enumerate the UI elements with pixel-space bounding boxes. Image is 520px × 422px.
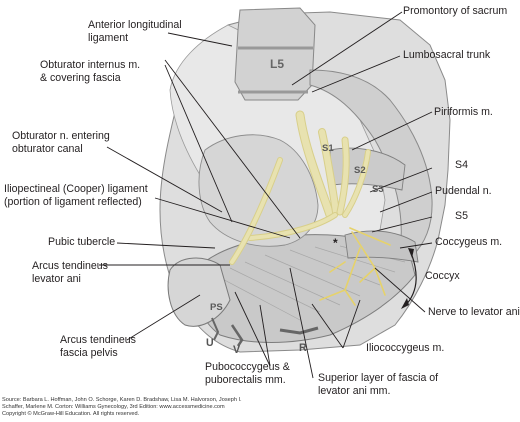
label-piriformis: Piriformis m. (434, 106, 493, 118)
label-pubic-tubercle: Pubic tubercle (48, 236, 116, 248)
s2-mark: S2 (354, 165, 366, 176)
label-pubococcygeus: Pubococcygeus & puborectalis mm. (205, 361, 290, 386)
label-iliopectineal-ligament: Iliopectineal (Cooper) ligament (portion… (4, 183, 148, 208)
source-credit: Source: Barbara L. Hoffman, John O. Scho… (2, 397, 242, 418)
ps-mark: PS (210, 302, 223, 313)
lumbar-spine (234, 7, 316, 101)
leader-lines (99, 11, 433, 379)
label-iliococcygeus: Iliococcygeus m. (366, 342, 445, 354)
label-obturator-nerve: Obturator n. entering obturator canal (12, 130, 110, 155)
u-mark: U (206, 337, 214, 349)
pubic-bone (167, 257, 231, 327)
label-coccyx: Coccyx (425, 270, 460, 282)
label-s4: S4 (455, 159, 468, 171)
l5-mark: L5 (270, 57, 285, 71)
coccyx-arrowhead (401, 298, 409, 309)
label-nerve-to-levator-ani: Nerve to levator ani m. (428, 306, 520, 318)
vagina-opening (230, 324, 244, 347)
nerve-to-levator-ani (319, 227, 391, 306)
sacrum (309, 69, 433, 259)
asterisk-mark: * (333, 236, 338, 250)
label-obturator-internus: Obturator internus m. & covering fascia (40, 59, 141, 84)
label-superior-fascia: Superior layer of fascia of levator ani … (318, 372, 439, 397)
coccyx-arrowhead (408, 248, 414, 258)
urethra-opening (211, 317, 220, 341)
sacral-plexus (229, 110, 371, 265)
v-mark: V (233, 344, 241, 356)
coccygeus-muscle (344, 230, 419, 263)
label-coccygeus: Coccygeus m. (435, 236, 503, 248)
label-promontory-of-sacrum: Promontory of sacrum (403, 5, 508, 17)
label-lumbosacral-trunk: Lumbosacral trunk (403, 49, 491, 61)
label-s5: S5 (455, 210, 468, 222)
label-arcus-tendineus-levator-ani: Arcus tendineus levator ani (32, 260, 108, 285)
muscle-fibers (214, 245, 406, 321)
r-mark: R (299, 342, 307, 354)
s3-mark: S3 (372, 184, 384, 195)
label-pudendal-nerve: Pudendal n. (435, 185, 492, 197)
s1-mark: S1 (322, 143, 334, 154)
label-arcus-tendineus-fascia-pelvis: Arcus tendineus fascia pelvis (60, 334, 136, 359)
label-anterior-longitudinal-ligament: Anterior longitudinal ligament (88, 19, 182, 44)
rectum-opening (279, 326, 319, 335)
